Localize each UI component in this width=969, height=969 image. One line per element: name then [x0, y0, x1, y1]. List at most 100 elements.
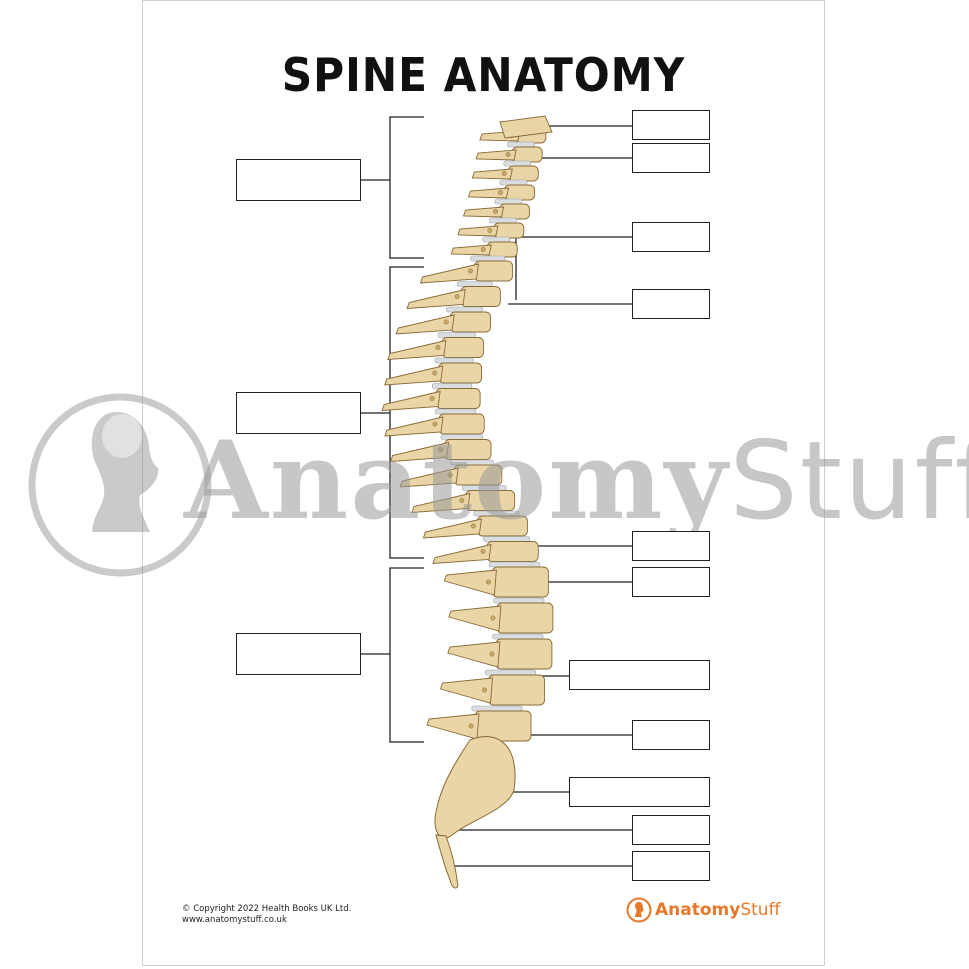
copyright-block: © Copyright 2022 Health Books UK Ltd. ww… — [182, 904, 351, 926]
vertebra — [419, 255, 513, 284]
vertebra — [399, 459, 503, 488]
spinous-process — [447, 641, 501, 668]
spinous-process — [419, 263, 480, 284]
vertebral-foramen — [435, 345, 441, 350]
spinous-process — [406, 288, 466, 309]
vertebra — [457, 217, 525, 239]
vertebra — [443, 561, 549, 598]
vertebral-foramen — [490, 615, 496, 621]
vertebral-foramen — [480, 247, 486, 252]
label-box-right-10[interactable] — [632, 815, 710, 845]
spinous-process — [381, 390, 441, 411]
vertebra — [448, 597, 554, 634]
vertebral-foramen — [438, 447, 444, 452]
vertebra — [395, 306, 492, 335]
spinous-process — [448, 605, 502, 632]
spinous-process — [426, 713, 480, 740]
atlas — [499, 115, 553, 139]
vertebra — [462, 198, 530, 220]
label-box-right-7[interactable] — [569, 660, 710, 690]
watermark-text-bold: Anatomy — [184, 418, 730, 544]
vertebral-foramen — [485, 579, 491, 585]
label-box-left-1[interactable] — [236, 159, 361, 201]
region-bracket — [389, 567, 424, 743]
watermark-text-light: Stuff — [729, 419, 969, 544]
vertebra — [432, 536, 539, 564]
vertebral-foramen — [487, 228, 493, 233]
spinous-process — [467, 187, 510, 199]
vertebral-foramen — [454, 294, 460, 299]
label-box-left-3[interactable] — [236, 633, 361, 675]
spinous-process — [389, 441, 450, 462]
spinous-process — [422, 518, 482, 539]
label-box-right-5[interactable] — [632, 531, 710, 561]
spinous-process — [462, 206, 505, 218]
watermark-text: AnatomyStuff — [184, 418, 969, 544]
vertebral-foramen — [505, 152, 511, 157]
label-box-right-6[interactable] — [632, 567, 710, 597]
vertebral-foramen — [493, 209, 498, 214]
vertebral-foramen — [432, 370, 438, 376]
vertebra — [471, 160, 539, 182]
spinous-process — [443, 569, 497, 596]
spinous-process — [387, 339, 447, 360]
vertebra — [406, 281, 501, 309]
vertebra — [467, 179, 535, 201]
spinous-process — [399, 467, 459, 488]
vertebral-foramen — [443, 319, 449, 325]
vertebral-foramen — [447, 472, 453, 478]
vertebral-foramen — [482, 687, 487, 693]
label-box-right-9[interactable] — [569, 777, 710, 807]
vertebral-foramen — [470, 523, 476, 529]
spinous-process — [384, 365, 444, 386]
website-link[interactable]: www.anatomystuff.co.uk — [182, 915, 287, 925]
vertebra — [381, 383, 481, 411]
page-title: SPINE ANATOMY — [281, 48, 686, 102]
label-box-right-3[interactable] — [632, 222, 710, 252]
vertebral-foramen — [468, 723, 474, 729]
vertebra — [387, 332, 485, 360]
spinous-process — [384, 416, 444, 437]
head-logo-icon — [626, 897, 652, 923]
vertebral-foramen — [489, 651, 495, 657]
vertebral-foramen — [480, 549, 486, 554]
coccyx — [435, 834, 459, 889]
spinous-process — [471, 168, 513, 180]
vertebral-foramen — [468, 268, 473, 274]
brand-name-light: Stuff — [740, 900, 781, 920]
region-bracket — [389, 116, 424, 259]
vertebra — [384, 408, 485, 437]
vertebral-column — [381, 115, 554, 889]
label-box-right-11[interactable] — [632, 851, 710, 881]
vertebra — [411, 485, 516, 513]
vertebra — [384, 357, 483, 386]
label-box-right-4[interactable] — [632, 289, 710, 319]
spinous-process — [450, 244, 492, 256]
label-box-right-1[interactable] — [632, 110, 710, 140]
label-box-left-2[interactable] — [236, 392, 361, 434]
spinous-process — [411, 492, 471, 513]
brand-logo: AnatomyStuff — [626, 896, 780, 924]
label-box-right-2[interactable] — [632, 143, 710, 173]
vertebra — [450, 236, 518, 258]
vertebral-foramen — [498, 190, 503, 195]
brand-name: AnatomyStuff — [655, 900, 780, 920]
vertebra — [447, 633, 553, 670]
vertebra — [439, 669, 545, 706]
vertebral-foramen — [501, 171, 507, 176]
spinous-process — [457, 225, 499, 237]
vertebra — [389, 434, 492, 462]
brand-name-bold: Anatomy — [655, 900, 741, 920]
spinous-process — [395, 314, 455, 335]
spinous-process — [475, 149, 517, 161]
vertebra — [475, 141, 543, 163]
vertebra — [426, 705, 532, 742]
copyright-text: © Copyright 2022 Health Books UK Ltd. — [182, 904, 352, 914]
label-box-right-8[interactable] — [632, 720, 710, 750]
vertebral-foramen — [459, 498, 465, 503]
region-brackets — [361, 116, 424, 743]
sacrum — [434, 736, 516, 839]
